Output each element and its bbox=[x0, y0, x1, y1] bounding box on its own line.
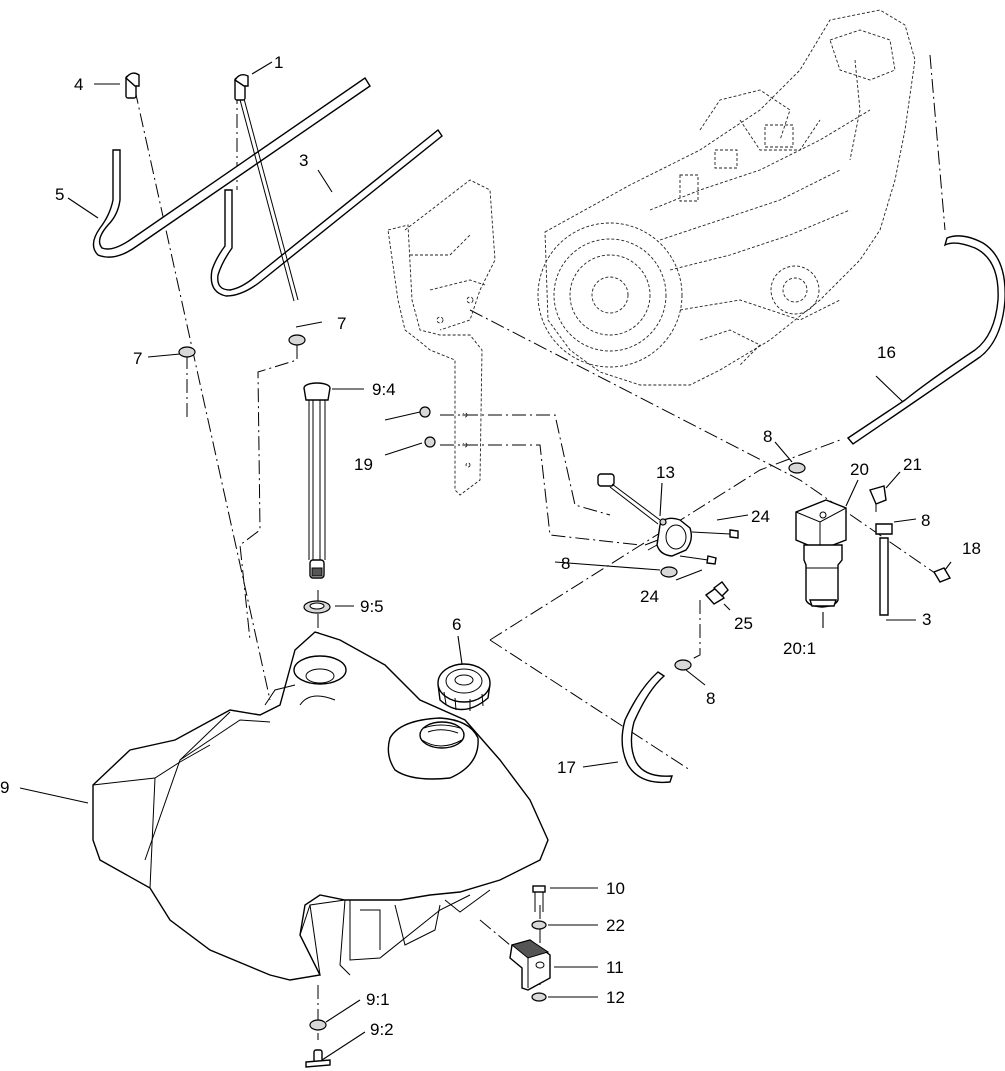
callout-24-lower: 24 bbox=[640, 587, 659, 606]
fuel-tank-9 bbox=[92, 631, 549, 981]
bolts-24 bbox=[679, 529, 739, 565]
callout-20-1: 20:1 bbox=[783, 639, 816, 658]
callout-18: 18 bbox=[962, 539, 981, 558]
callout-8-hose17: 8 bbox=[706, 689, 715, 708]
callout-9-1: 9:1 bbox=[366, 990, 390, 1009]
callout-8-hose16: 8 bbox=[763, 427, 772, 446]
fuel-pump-13 bbox=[597, 473, 693, 557]
callout-9-5: 9:5 bbox=[360, 597, 384, 616]
hose-fitting-25 bbox=[704, 581, 729, 605]
callout-3-lower: 3 bbox=[922, 610, 931, 629]
washer-22 bbox=[531, 920, 547, 930]
engine-assembly bbox=[537, 9, 916, 386]
callout-19: 19 bbox=[354, 455, 373, 474]
callout-5: 5 bbox=[55, 185, 64, 204]
hose-clamps-8 bbox=[660, 462, 893, 671]
nut-12 bbox=[531, 992, 547, 1002]
callout-labels: 1 4 5 3 7 7 9:4 9:5 6 9 19 13 24 24 8 8 … bbox=[0, 53, 981, 1039]
clamp-11 bbox=[509, 939, 551, 991]
callout-9: 9 bbox=[0, 778, 9, 797]
bolt-10 bbox=[532, 885, 546, 912]
nuts-19 bbox=[419, 406, 436, 448]
callout-7-left: 7 bbox=[133, 349, 142, 368]
gasket-9-5 bbox=[303, 600, 331, 614]
callout-17: 17 bbox=[557, 758, 576, 777]
filler-cap-6 bbox=[437, 663, 491, 711]
callout-3-upper: 3 bbox=[299, 151, 308, 170]
callout-9-2: 9:2 bbox=[370, 1020, 394, 1039]
callout-9-4: 9:4 bbox=[372, 380, 396, 399]
bolt-18 bbox=[932, 567, 952, 583]
callout-12: 12 bbox=[606, 988, 625, 1007]
overflow-hose-5 bbox=[92, 77, 371, 258]
elbow-fitting-21 bbox=[869, 485, 887, 512]
fuel-hose-16 bbox=[846, 235, 1005, 445]
rod-1 bbox=[234, 73, 299, 302]
callout-20: 20 bbox=[850, 460, 869, 479]
callout-11: 11 bbox=[606, 958, 624, 977]
leader-lines bbox=[19, 61, 952, 1061]
drain-plug-9-2 bbox=[305, 1049, 331, 1068]
callout-6: 6 bbox=[452, 615, 461, 634]
fuel-hose-17 bbox=[621, 671, 673, 784]
callout-4: 4 bbox=[74, 75, 83, 94]
callout-24-upper: 24 bbox=[751, 507, 770, 526]
wire-3-lower bbox=[879, 537, 889, 616]
filter-head-20 bbox=[795, 499, 847, 551]
callout-10: 10 bbox=[606, 879, 625, 898]
filter-bowl-20-1 bbox=[803, 544, 843, 608]
callout-8-filter: 8 bbox=[921, 511, 930, 530]
callout-13: 13 bbox=[656, 463, 675, 482]
callout-7-right: 7 bbox=[337, 314, 346, 333]
callout-8-pump: 8 bbox=[561, 554, 570, 573]
drain-washer-9-1 bbox=[309, 1019, 327, 1031]
callout-1: 1 bbox=[274, 53, 283, 72]
mounting-bracket bbox=[387, 179, 496, 496]
callout-22: 22 bbox=[606, 916, 625, 935]
callout-25: 25 bbox=[734, 614, 753, 633]
grommets-7 bbox=[178, 334, 306, 358]
callout-16: 16 bbox=[877, 343, 896, 362]
fuel-sender-9-4 bbox=[303, 382, 331, 579]
fitting-4 bbox=[125, 72, 140, 99]
callout-21: 21 bbox=[903, 455, 922, 474]
wire-3-upper bbox=[210, 128, 443, 297]
